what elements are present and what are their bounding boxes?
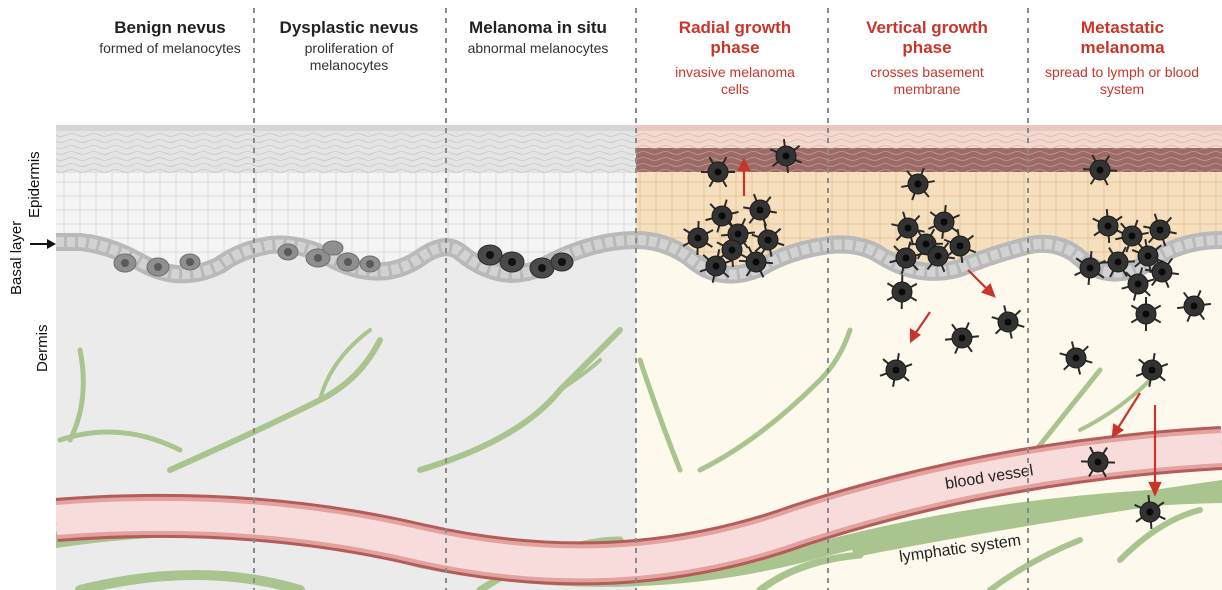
melanoma-cell bbox=[901, 168, 934, 200]
basal-layer-arrow bbox=[30, 239, 56, 249]
stage-4-title: Radial growth phase bbox=[660, 18, 810, 58]
stage-3-subtitle: abnormal melanocytes bbox=[443, 40, 633, 57]
nevus-cells bbox=[114, 241, 380, 276]
melanoma-cells bbox=[683, 139, 1211, 529]
stage-2-title: Dysplastic nevus bbox=[254, 18, 444, 38]
melanoma-cell bbox=[909, 229, 943, 259]
melanoma-cell bbox=[1060, 342, 1093, 375]
epidermis-label: Epidermis bbox=[26, 151, 43, 218]
stage-5-subtitle: crosses basement membrane bbox=[852, 64, 1002, 98]
melanoma-cell bbox=[1132, 239, 1164, 273]
melanoma-cell bbox=[1093, 209, 1124, 243]
melanoma-cell bbox=[1136, 353, 1168, 387]
melanoma-cell bbox=[891, 212, 924, 245]
lymphatic-vessel bbox=[860, 488, 1222, 548]
melanoma-cell bbox=[721, 219, 755, 250]
melanoma-cell bbox=[743, 194, 777, 226]
dermis-label: Dermis bbox=[34, 325, 51, 373]
melanoma-cell bbox=[944, 229, 976, 263]
melanoma-cell bbox=[770, 139, 801, 173]
blood-vessel bbox=[56, 448, 1222, 563]
tumor-dermis-background bbox=[636, 125, 1222, 590]
lymphatic-system-label: lymphatic system bbox=[898, 532, 1022, 566]
stage-1-title: Benign nevus bbox=[75, 18, 265, 38]
tumor-epidermis bbox=[636, 125, 1222, 275]
melanoma-cell bbox=[701, 157, 735, 186]
melanoma-cell bbox=[887, 275, 917, 309]
stage-6-subtitle: spread to lymph or blood system bbox=[1032, 64, 1212, 98]
melanoma-cell bbox=[1177, 290, 1211, 321]
melanoma-cell bbox=[945, 322, 979, 353]
melanoma-cell bbox=[1143, 214, 1176, 246]
melanoma-cell bbox=[700, 249, 732, 282]
melanoma-cell bbox=[683, 221, 713, 255]
normal-epidermis bbox=[56, 125, 636, 274]
stage-4-subtitle: invasive melanoma cells bbox=[660, 64, 810, 98]
migration-arrows bbox=[739, 160, 1160, 494]
melanoma-cell bbox=[1101, 247, 1135, 277]
melanoma-cell bbox=[890, 242, 923, 275]
melanoma-cell bbox=[1135, 495, 1166, 529]
melanoma-cell bbox=[992, 305, 1025, 338]
basal-layer-label: Basal layer bbox=[8, 221, 25, 295]
melanoma-cell bbox=[752, 223, 784, 256]
melanoma-cell bbox=[928, 205, 959, 239]
stage-6-title: Metastatic melanoma bbox=[1045, 18, 1200, 58]
in-situ-melanocytes bbox=[478, 245, 573, 278]
melanoma-cell bbox=[1122, 268, 1155, 301]
melanoma-cell bbox=[1083, 155, 1117, 185]
stage-5-title: Vertical growth phase bbox=[852, 18, 1002, 58]
melanoma-cell bbox=[1131, 297, 1160, 331]
melanoma-cell bbox=[921, 240, 955, 272]
melanoma-cell bbox=[739, 247, 773, 278]
basal-layer-band bbox=[56, 240, 1222, 275]
melanoma-cell bbox=[880, 353, 912, 386]
stage-3-title: Melanoma in situ bbox=[443, 18, 633, 38]
melanoma-cell bbox=[1145, 256, 1179, 287]
melanoma-cell bbox=[717, 233, 747, 267]
normal-dermis-background bbox=[56, 125, 636, 590]
melanoma-cell bbox=[1075, 251, 1106, 285]
melanoma-cell bbox=[1081, 447, 1115, 477]
stage-2-subtitle: proliferation of melanocytes bbox=[289, 40, 409, 74]
stage-1-subtitle: formed of melanocytes bbox=[75, 40, 265, 57]
nevus-cell-nuclei bbox=[121, 248, 374, 271]
melanoma-cell bbox=[1115, 220, 1148, 252]
blood-vessel-label: blood vessel bbox=[944, 462, 1035, 493]
melanoma-cell bbox=[706, 200, 739, 233]
lymphatic-network bbox=[56, 330, 1222, 590]
